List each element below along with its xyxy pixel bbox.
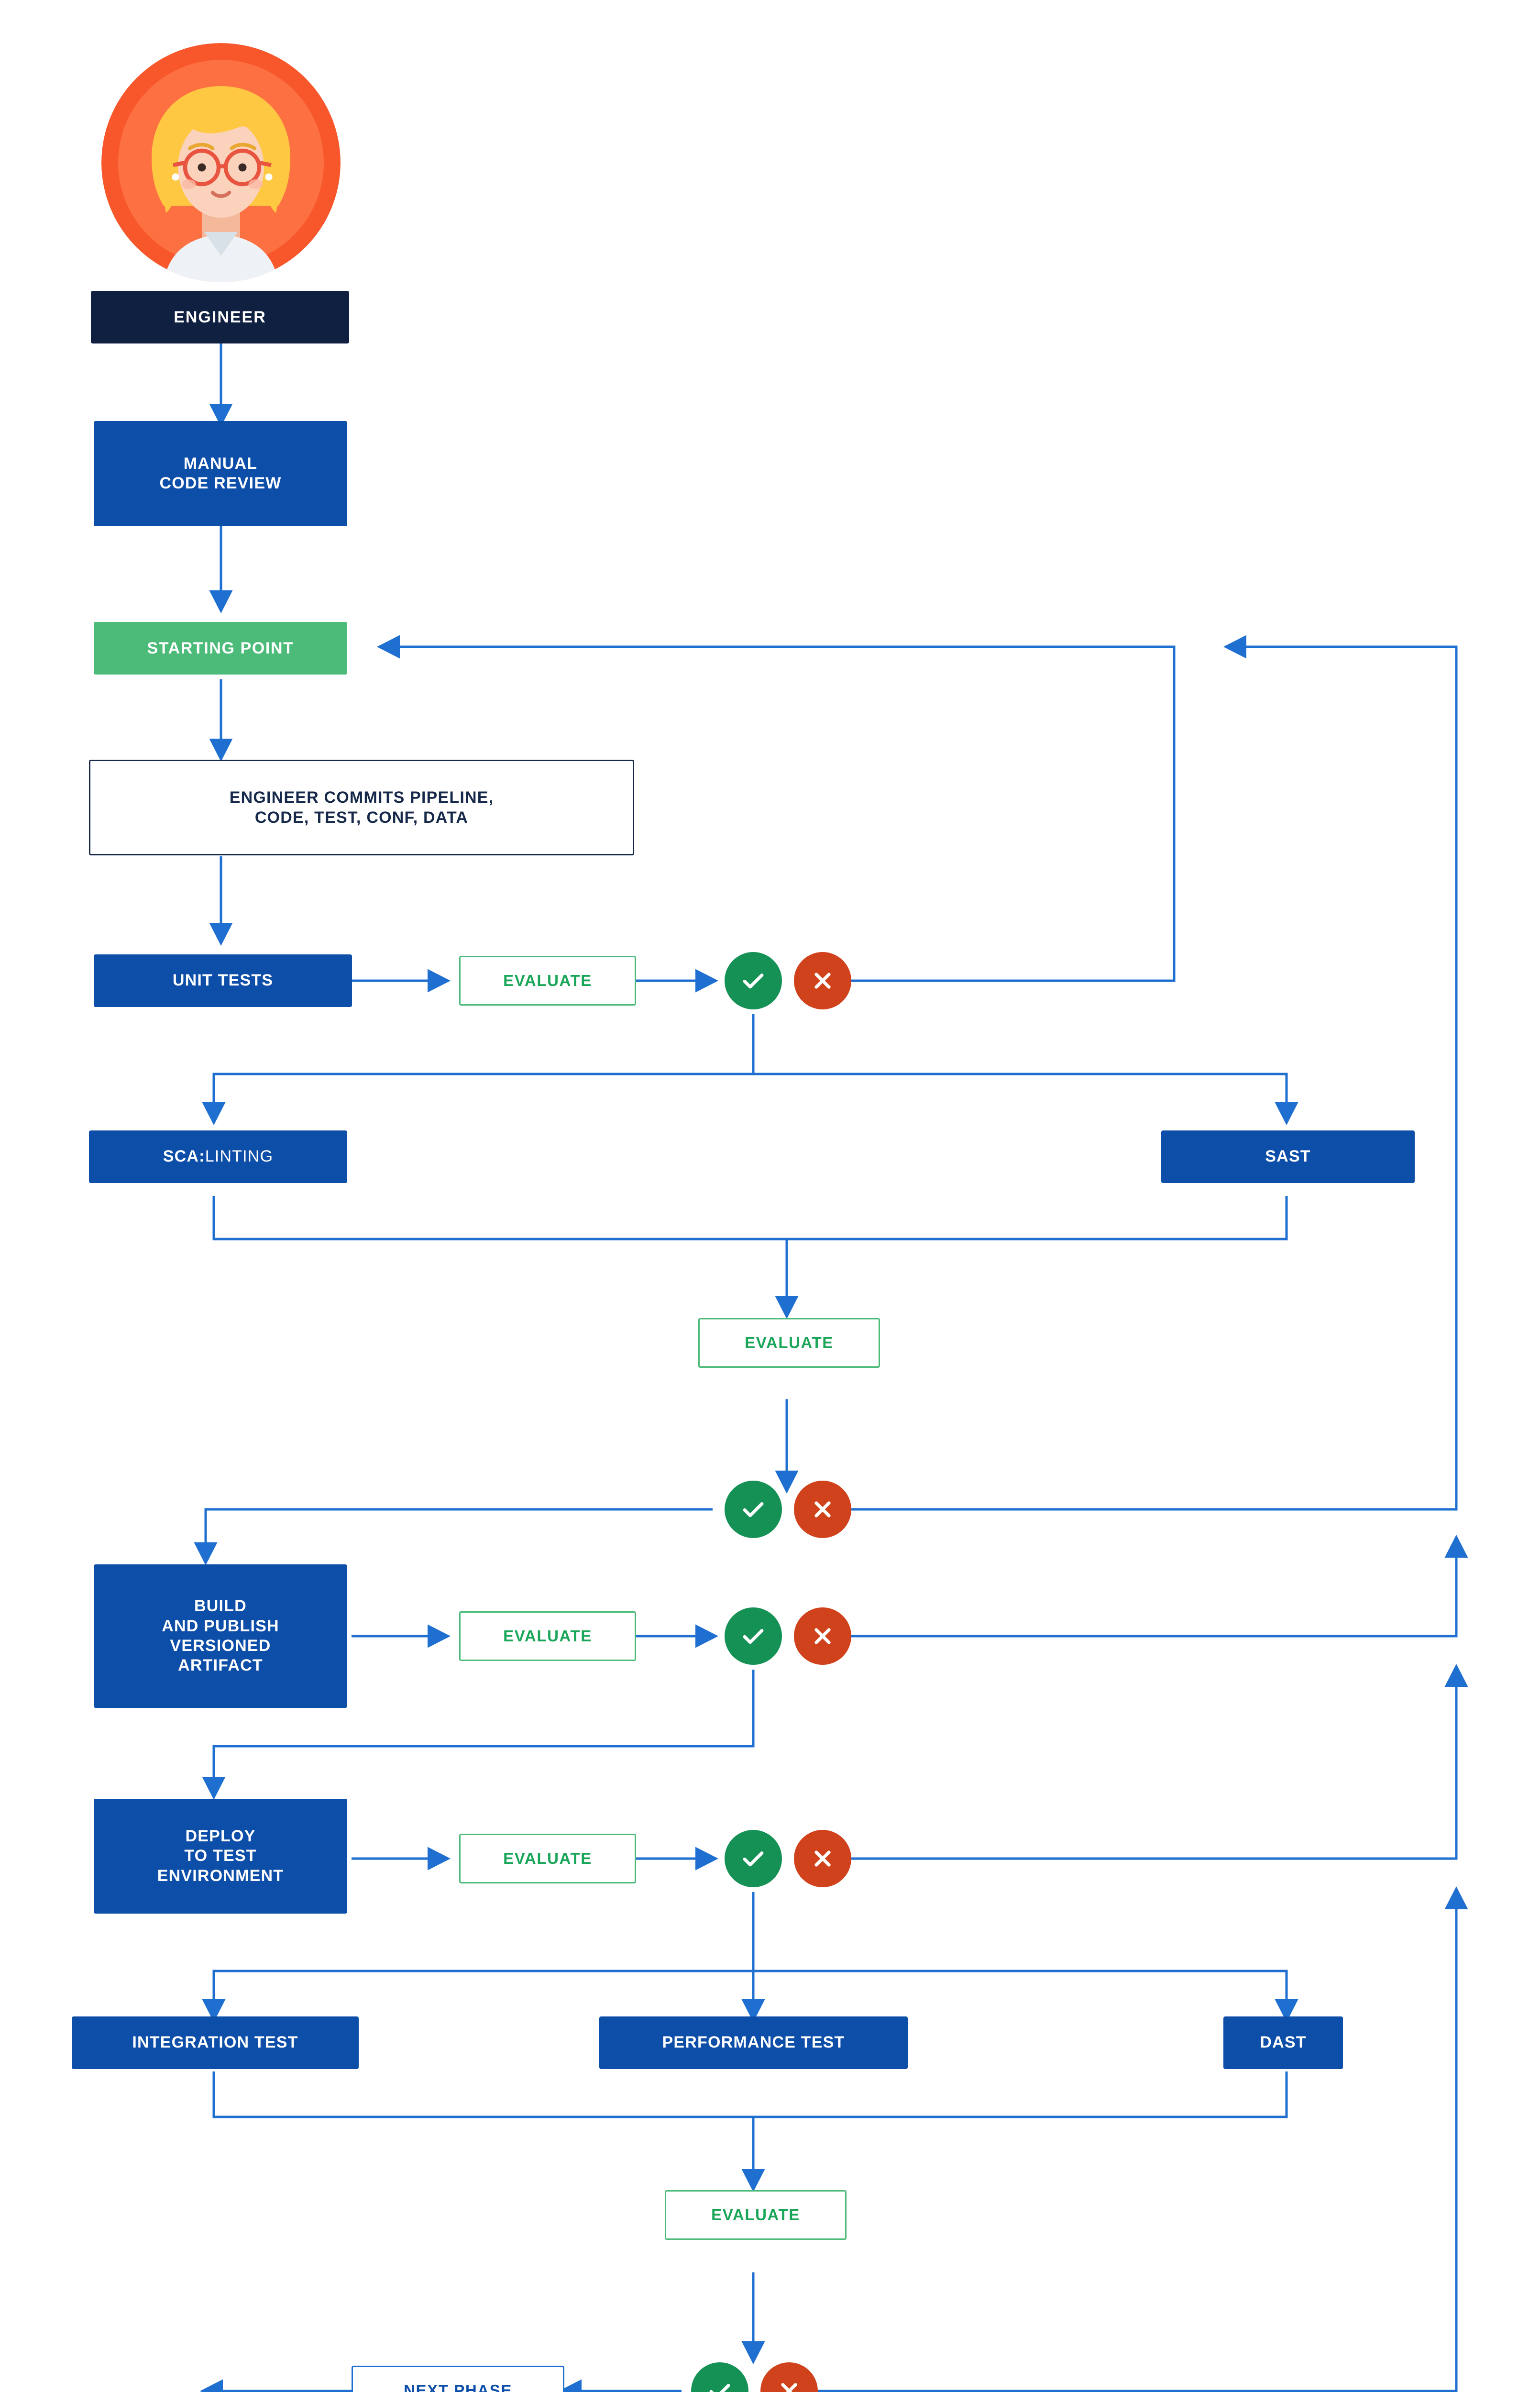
node-unit-tests[interactable]: UNIT TESTS bbox=[94, 954, 352, 1007]
gate-2-pass-icon[interactable] bbox=[725, 1481, 782, 1538]
node-build-publish-artifact[interactable]: BUILD AND PUBLISH VERSIONED ARTIFACT bbox=[94, 1564, 347, 1708]
engineer-avatar bbox=[101, 43, 341, 282]
node-performance-test[interactable]: PERFORMANCE TEST bbox=[599, 2016, 908, 2069]
node-starting-point-label: STARTING POINT bbox=[147, 639, 294, 657]
node-manual-code-review-label-1: MANUAL bbox=[183, 454, 258, 473]
node-engineer-label: ENGINEER bbox=[174, 308, 266, 326]
gate-4-pass-icon[interactable] bbox=[725, 1830, 782, 1887]
gate-3-fail-icon[interactable] bbox=[794, 1607, 851, 1665]
node-unit-tests-label: UNIT TESTS bbox=[172, 971, 274, 990]
node-evaluate-2[interactable]: EVALUATE bbox=[698, 1318, 880, 1368]
node-build-label-2: AND PUBLISH bbox=[162, 1617, 279, 1635]
node-evaluate-1-label: EVALUATE bbox=[503, 972, 592, 989]
node-sast[interactable]: SAST bbox=[1161, 1130, 1415, 1183]
node-starting-point[interactable]: STARTING POINT bbox=[94, 622, 347, 675]
node-build-label-1: BUILD bbox=[194, 1597, 247, 1616]
node-manual-code-review[interactable]: MANUAL CODE REVIEW bbox=[94, 421, 347, 526]
node-evaluate-2-label: EVALUATE bbox=[745, 1334, 834, 1351]
node-integration-test-label: INTEGRATION TEST bbox=[132, 2033, 298, 2052]
node-engineer[interactable]: ENGINEER bbox=[91, 291, 349, 343]
node-dast-label: DAST bbox=[1260, 2033, 1307, 2052]
gate-5-fail-icon[interactable] bbox=[760, 2362, 818, 2392]
node-sast-label: SAST bbox=[1265, 1147, 1311, 1166]
node-next-phase-label: NEXT PHASE bbox=[404, 2381, 512, 2392]
node-build-label-4: ARTIFACT bbox=[178, 1656, 263, 1675]
gate-1-pass-icon[interactable] bbox=[725, 952, 782, 1009]
node-engineer-commits-label-1: ENGINEER COMMITS PIPELINE, bbox=[229, 788, 494, 807]
gate-4-fail-icon[interactable] bbox=[794, 1830, 851, 1887]
node-evaluate-4[interactable]: EVALUATE bbox=[459, 1834, 636, 1883]
node-evaluate-4-label: EVALUATE bbox=[503, 1849, 592, 1867]
node-engineer-commits-label-2: CODE, TEST, CONF, DATA bbox=[254, 808, 469, 827]
gate-5-pass-icon[interactable] bbox=[691, 2362, 748, 2392]
node-deploy-to-test-environment[interactable]: DEPLOY TO TEST ENVIRONMENT bbox=[94, 1799, 347, 1914]
node-sca-linting[interactable]: SCA: LINTING bbox=[89, 1130, 347, 1183]
node-engineer-commits[interactable]: ENGINEER COMMITS PIPELINE, CODE, TEST, C… bbox=[89, 760, 634, 855]
node-manual-code-review-label-2: CODE REVIEW bbox=[159, 474, 282, 492]
node-evaluate-3-label: EVALUATE bbox=[503, 1627, 592, 1645]
gate-1-fail-icon[interactable] bbox=[794, 952, 851, 1009]
gate-2-fail-icon[interactable] bbox=[794, 1481, 851, 1538]
node-evaluate-5-label: EVALUATE bbox=[711, 2206, 800, 2224]
node-performance-test-label: PERFORMANCE TEST bbox=[662, 2033, 845, 2052]
node-build-label-3: VERSIONED bbox=[170, 1637, 271, 1655]
node-sca-suffix: LINTING bbox=[205, 1147, 274, 1166]
node-sca-prefix: SCA: bbox=[163, 1147, 205, 1166]
node-deploy-label-1: DEPLOY bbox=[185, 1827, 256, 1845]
node-deploy-label-2: TO TEST bbox=[184, 1847, 257, 1865]
node-dast[interactable]: DAST bbox=[1223, 2016, 1343, 2069]
node-integration-test[interactable]: INTEGRATION TEST bbox=[72, 2016, 359, 2069]
node-evaluate-1[interactable]: EVALUATE bbox=[459, 956, 636, 1006]
node-next-phase[interactable]: NEXT PHASE bbox=[352, 2366, 564, 2392]
node-evaluate-3[interactable]: EVALUATE bbox=[459, 1611, 636, 1661]
node-deploy-label-3: ENVIRONMENT bbox=[157, 1866, 284, 1885]
gate-3-pass-icon[interactable] bbox=[725, 1607, 782, 1665]
node-evaluate-5[interactable]: EVALUATE bbox=[665, 2190, 847, 2240]
